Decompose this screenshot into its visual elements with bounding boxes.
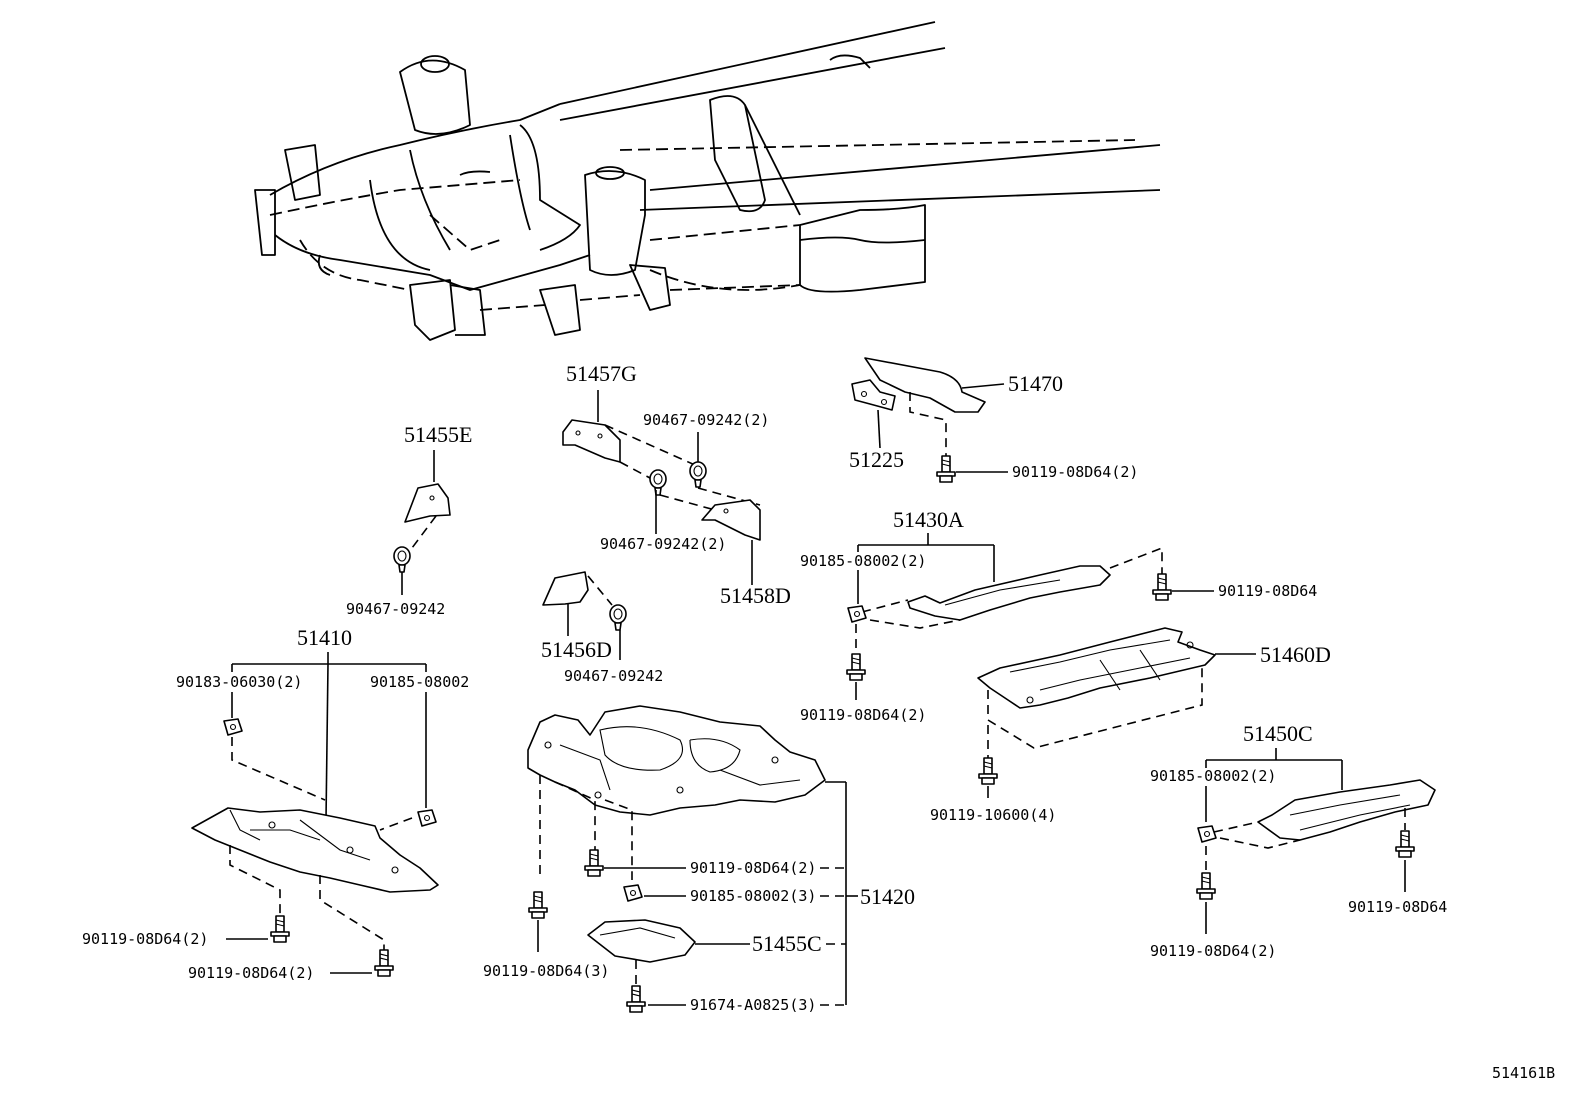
part-51410-label: 51410 xyxy=(297,625,352,650)
fastener-51430a-nut-label: 90185-08002(2) xyxy=(800,552,926,570)
part-51225-shape xyxy=(851,379,896,411)
part-51410-shape xyxy=(191,807,439,893)
fastener-51430a-bolt-right-label: 90119-08D64 xyxy=(1218,582,1317,600)
part-51457g-group: 51457G 90467-09242(2) 90467-09242(2) 514… xyxy=(562,361,791,608)
part-51450c-shape xyxy=(1257,779,1436,841)
fastener-51455e-clip-label: 90467-09242 xyxy=(346,600,445,618)
part-51450c-group: 51450C 90185-08002(2) 90119-08D64 90119-… xyxy=(1150,721,1447,960)
part-51457g-shape xyxy=(562,419,621,463)
part-51456d-label: 51456D xyxy=(541,637,612,662)
fastener-51410-bolt-1-label: 90119-08D64(2) xyxy=(82,930,208,948)
fastener-51420-bolt-b-label: 90119-08D64(3) xyxy=(483,962,609,980)
part-51460d-label: 51460D xyxy=(1260,642,1331,667)
part-51460d-shape xyxy=(977,627,1216,709)
part-51455c-shape xyxy=(587,919,696,963)
vehicle-frame xyxy=(254,21,1161,341)
diagram-id-label: 514161B xyxy=(1492,1064,1555,1082)
fastener-51410-nut-left-label: 90183-06030(2) xyxy=(176,673,302,691)
part-51456d-group: 51456D 90467-09242 xyxy=(541,571,663,685)
part-51470-group: 51470 51225 90119-08D64(2) xyxy=(849,357,1138,483)
part-51225-label: 51225 xyxy=(849,447,904,472)
fastener-51410-nut-right-label: 90185-08002 xyxy=(370,673,469,691)
fastener-51420-screw-label: 91674-A0825(3) xyxy=(690,996,816,1014)
fastener-51450c-bolt-right-label: 90119-08D64 xyxy=(1348,898,1447,916)
fastener-51420-bolt-a-label: 90119-08D64(2) xyxy=(690,859,816,877)
part-51455c-label: 51455C xyxy=(752,931,822,956)
fastener-51470-bolt-label: 90119-08D64(2) xyxy=(1012,463,1138,481)
fastener-51420-nut-label: 90185-08002(3) xyxy=(690,887,816,905)
part-51420-group: 51420 90119-08D64(2) 90185-08002(3) 9011… xyxy=(483,705,915,1014)
part-51455e-shape xyxy=(404,483,451,523)
part-51458d-shape xyxy=(701,499,761,541)
part-51430a-label: 51430A xyxy=(893,507,964,532)
part-51458d-label: 51458D xyxy=(720,583,791,608)
part-51430a-group: 51430A 90185-08002(2) 90119-08D64 90119-… xyxy=(800,507,1317,724)
part-51457g-label: 51457G xyxy=(566,361,637,386)
part-51456d-shape xyxy=(542,571,589,606)
fastener-51457g-bottom-label: 90467-09242(2) xyxy=(600,535,726,553)
fastener-51410-bolt-2-label: 90119-08D64(2) xyxy=(188,964,314,982)
part-51450c-label: 51450C xyxy=(1243,721,1313,746)
part-51470-label: 51470 xyxy=(1008,371,1063,396)
fastener-51450c-nut-label: 90185-08002(2) xyxy=(1150,767,1276,785)
part-51470-shape xyxy=(864,357,986,413)
part-51430a-shape xyxy=(907,565,1111,621)
fastener-51430a-bolt-bottom-label: 90119-08D64(2) xyxy=(800,706,926,724)
part-51420-label: 51420 xyxy=(860,884,915,909)
part-51455e-group: 51455E 90467-09242 xyxy=(346,422,472,618)
part-51410-group: 51410 90183-06030(2) 90185-08002 90119-0… xyxy=(82,625,469,982)
fastener-51457g-top-label: 90467-09242(2) xyxy=(643,411,769,429)
fastener-51450c-bolt-bottom-label: 90119-08D64(2) xyxy=(1150,942,1276,960)
fastener-51456d-clip-label: 90467-09242 xyxy=(564,667,663,685)
part-51420-shape xyxy=(527,705,826,816)
fastener-51460d-bolt-label: 90119-10600(4) xyxy=(930,806,1056,824)
part-51460d-group: 51460D 90119-10600(4) xyxy=(930,627,1331,824)
part-51455e-label: 51455E xyxy=(404,422,472,447)
